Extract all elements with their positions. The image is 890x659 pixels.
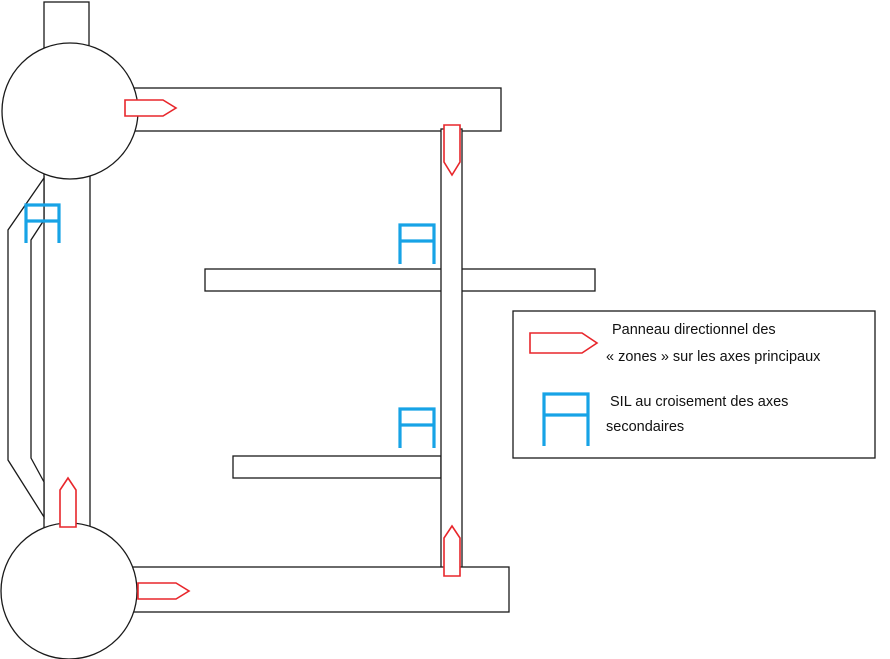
directional-sign-arrow-icon — [443, 124, 461, 177]
legend: Panneau directionnel des « zones » sur l… — [512, 310, 876, 459]
legend-directional-line1: Panneau directionnel des — [612, 322, 776, 338]
sil-sign-icon — [398, 223, 436, 264]
legend-directional-sign-icon — [529, 332, 599, 354]
legend-directional-line2: « zones » sur les axes principaux — [606, 349, 821, 365]
road-secondary-upper — [204, 268, 596, 292]
directional-sign-arrow-icon — [137, 582, 191, 600]
roundabout-top — [1, 42, 139, 180]
legend-sil-line2: secondaires — [606, 419, 684, 435]
roundabout-bottom — [0, 522, 138, 659]
road-right-axis — [440, 128, 463, 578]
directional-sign-arrow-icon — [124, 99, 178, 117]
road-left-axis — [43, 167, 91, 534]
sil-sign-icon — [398, 407, 436, 448]
road-bypass-lane — [7, 175, 45, 520]
legend-sil-sign-icon — [542, 392, 590, 446]
sil-sign-icon — [24, 203, 61, 243]
directional-sign-arrow-icon — [59, 476, 77, 528]
road-secondary-lower — [232, 455, 442, 479]
directional-signs — [59, 99, 461, 600]
directional-sign-arrow-icon — [443, 524, 461, 577]
legend-sil-line1: SIL au croisement des axes — [610, 394, 788, 410]
sil-signs — [24, 203, 436, 448]
